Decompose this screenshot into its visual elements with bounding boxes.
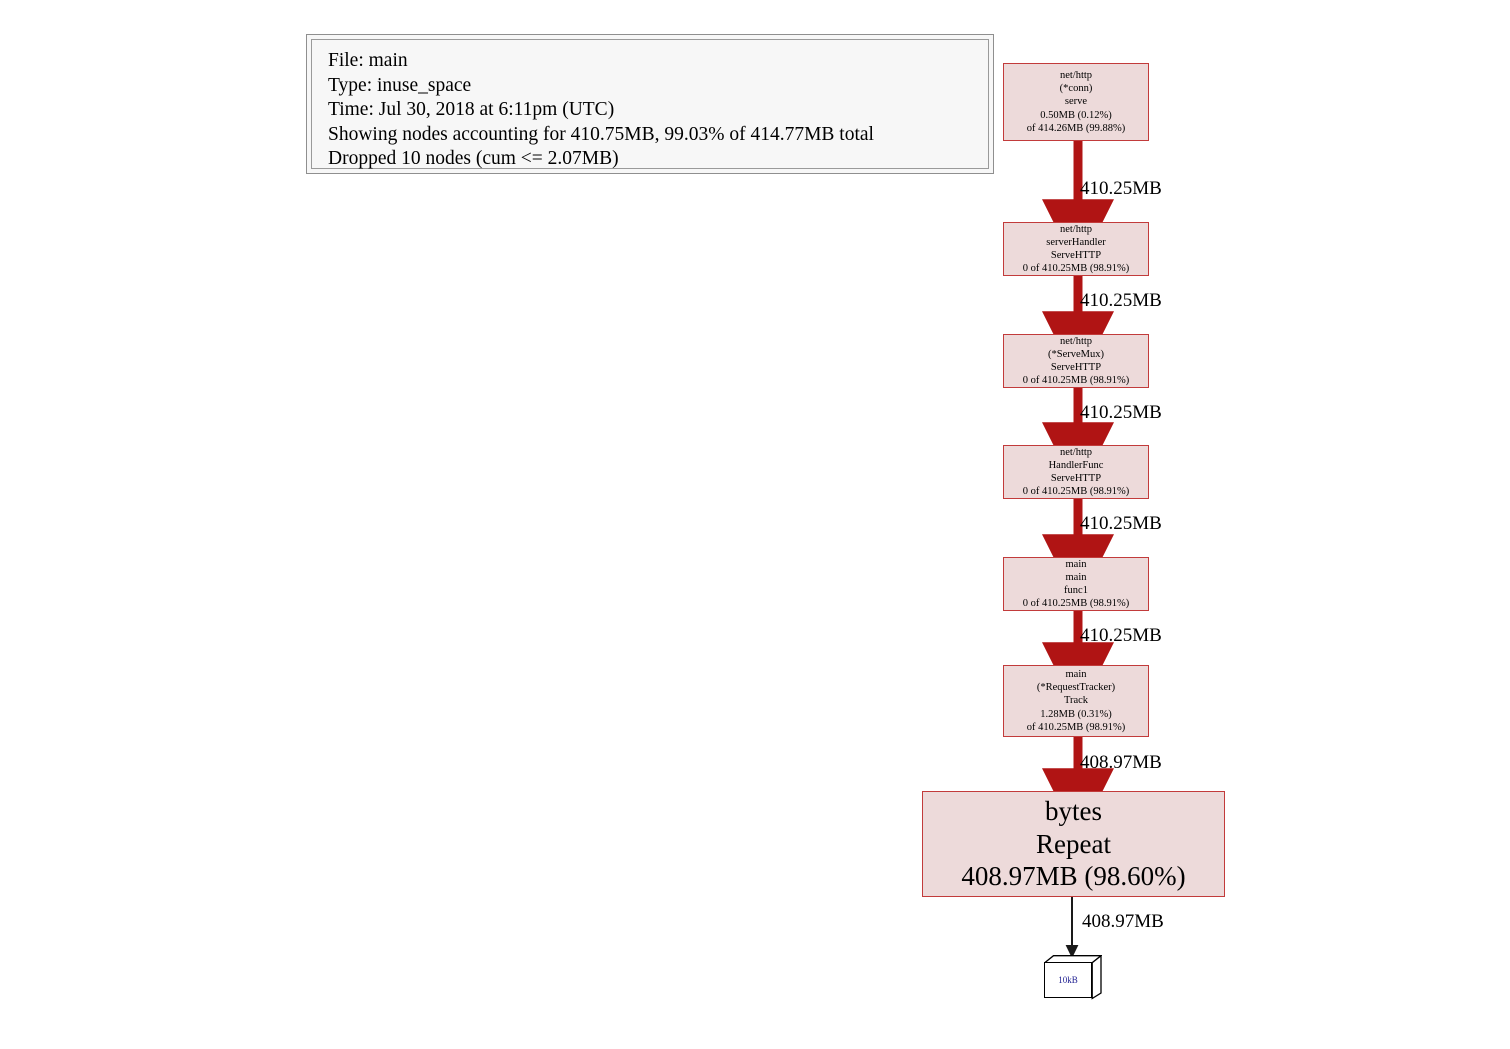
node-receiver: HandlerFunc bbox=[1048, 459, 1104, 471]
node-function: ServeHTTP bbox=[1050, 473, 1102, 484]
node-function: serve bbox=[1064, 96, 1088, 108]
node-receiver: main bbox=[1065, 571, 1087, 583]
edge-label-serverhandler-to-servemux: 410.25MB bbox=[1080, 290, 1162, 311]
node-flat-value: 0 of 410.25MB (98.91%) bbox=[1022, 375, 1130, 387]
node-flat-value: 0.50MB (0.12%) bbox=[1040, 109, 1112, 121]
edge-label-track-to-repeat: 408.97MB bbox=[1080, 752, 1162, 773]
graph-node-main-main-func1[interactable]: main main func1 0 of 410.25MB (98.91%) bbox=[1003, 557, 1149, 611]
leaf-box-label: 10kB bbox=[1058, 975, 1078, 985]
graph-node-net-http-conn-serve[interactable]: net/http (*conn) serve 0.50MB (0.12%) of… bbox=[1003, 63, 1149, 141]
node-flat-value: 0 of 410.25MB (98.91%) bbox=[1022, 263, 1130, 275]
graph-node-net-http-servemux-servehttp[interactable]: net/http (*ServeMux) ServeHTTP 0 of 410.… bbox=[1003, 334, 1149, 388]
node-function: 408.97MB (98.60%) bbox=[961, 861, 1186, 892]
leaf-box-face: 10kB bbox=[1044, 962, 1092, 998]
edge-label-serve-to-serverhandler: 410.25MB bbox=[1080, 178, 1162, 199]
edge-label-handlerfunc-to-mainfunc1: 410.25MB bbox=[1080, 513, 1162, 534]
node-cum-value: of 410.25MB (98.91%) bbox=[1026, 721, 1126, 733]
legend-line-time: Time: Jul 30, 2018 at 6:11pm (UTC) bbox=[328, 99, 615, 121]
node-receiver: Repeat bbox=[1036, 828, 1111, 859]
node-receiver: (*RequestTracker) bbox=[1036, 682, 1116, 694]
node-function: ServeHTTP bbox=[1050, 362, 1102, 373]
legend-line-showing: Showing nodes accounting for 410.75MB, 9… bbox=[328, 123, 874, 145]
node-package: net/http bbox=[1059, 69, 1093, 81]
node-function: ServeHTTP bbox=[1050, 250, 1102, 261]
node-function: Track bbox=[1063, 695, 1089, 707]
node-receiver: serverHandler bbox=[1046, 236, 1106, 248]
edge-label-servemux-to-handlerfunc: 410.25MB bbox=[1080, 402, 1162, 423]
node-package: main bbox=[1065, 558, 1087, 570]
legend-line-file: File: main bbox=[328, 50, 408, 71]
graph-node-net-http-handlerfunc-servehttp[interactable]: net/http HandlerFunc ServeHTTP 0 of 410.… bbox=[1003, 445, 1149, 499]
legend-line-dropped: Dropped 10 nodes (cum <= 2.07MB) bbox=[328, 148, 619, 170]
node-flat-value: 1.28MB (0.31%) bbox=[1040, 708, 1112, 720]
node-function: func1 bbox=[1064, 585, 1088, 596]
graph-node-bytes-repeat[interactable]: bytes Repeat 408.97MB (98.60%) bbox=[922, 791, 1225, 897]
legend-line-type: Type: inuse_space bbox=[328, 74, 472, 96]
profile-legend-inner: File: main Type: inuse_space Time: Jul 3… bbox=[311, 39, 989, 169]
graph-node-main-requesttracker-track[interactable]: main (*RequestTracker) Track 1.28MB (0.3… bbox=[1003, 665, 1149, 737]
node-package: bytes bbox=[1045, 796, 1102, 827]
edge-label-mainfunc1-to-track: 410.25MB bbox=[1080, 625, 1162, 646]
node-cum-value: of 414.26MB (99.88%) bbox=[1026, 122, 1126, 134]
node-package: net/http bbox=[1059, 223, 1093, 235]
node-receiver: (*ServeMux) bbox=[1048, 348, 1104, 360]
edge-label-repeat-to-leaf: 408.97MB bbox=[1082, 911, 1164, 932]
node-flat-value: 0 of 410.25MB (98.91%) bbox=[1022, 598, 1130, 610]
node-package: main bbox=[1065, 668, 1087, 680]
node-flat-value: 0 of 410.25MB (98.91%) bbox=[1022, 486, 1130, 498]
node-package: net/http bbox=[1059, 335, 1093, 347]
graph-leaf-node-10kb[interactable]: 10kB bbox=[1044, 955, 1102, 1001]
node-receiver: (*conn) bbox=[1059, 83, 1093, 95]
profile-legend-box: File: main Type: inuse_space Time: Jul 3… bbox=[306, 34, 994, 174]
graph-node-net-http-serverhandler-servehttp[interactable]: net/http serverHandler ServeHTTP 0 of 41… bbox=[1003, 222, 1149, 276]
node-package: net/http bbox=[1059, 446, 1093, 458]
